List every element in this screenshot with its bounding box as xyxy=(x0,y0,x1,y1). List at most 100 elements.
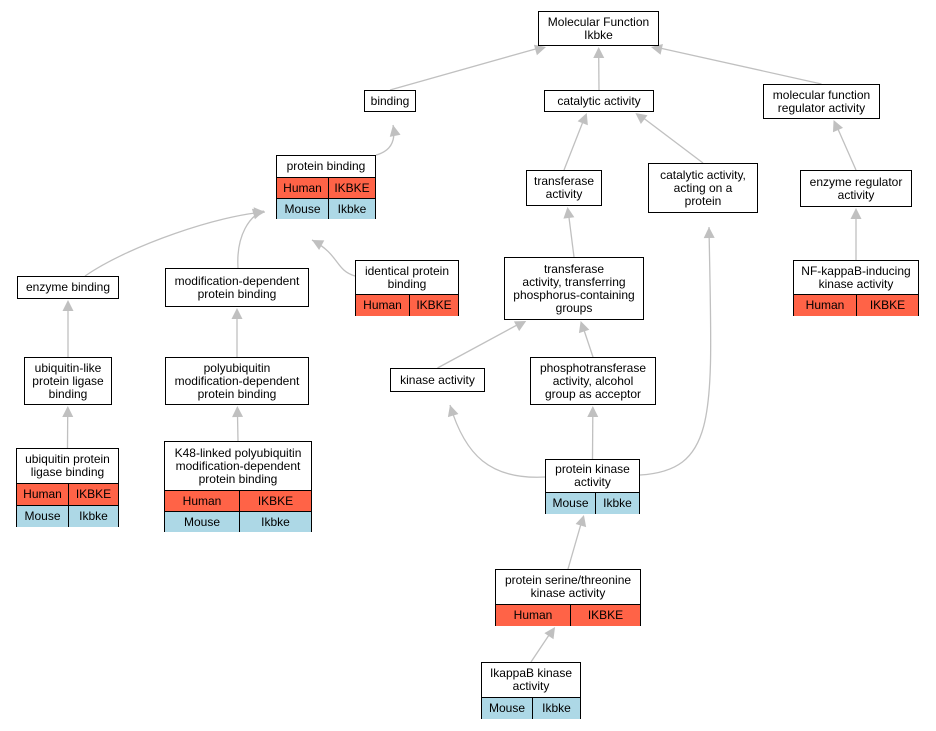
arrowhead-icon xyxy=(231,308,243,319)
gene-symbol-label: IKBKE xyxy=(409,295,458,316)
go-term-label: modification-dependent protein binding xyxy=(174,273,300,301)
human-annotation-row: Human IKBKE xyxy=(496,604,640,626)
arrowhead-icon xyxy=(703,227,715,239)
go-term-node-serthr[interactable]: protein serine/threonine kinase activity… xyxy=(495,569,641,626)
arrowhead-icon xyxy=(62,300,74,311)
go-term-node-mfreg[interactable]: molecular function regulator activity xyxy=(763,84,880,119)
organism-label: Mouse xyxy=(552,496,589,510)
arrowhead-icon xyxy=(513,321,527,332)
arrowhead-icon xyxy=(563,207,575,219)
arrowhead-icon xyxy=(232,406,244,418)
is-a-edge-protbind-to-binding xyxy=(375,124,395,156)
go-term-node-kinase[interactable]: kinase activity xyxy=(390,368,485,392)
go-term-node-transphos[interactable]: transferase activity, transferring phosp… xyxy=(504,257,644,320)
go-term-label: catalytic activity, acting on a protein xyxy=(660,167,746,208)
go-term-node-binding[interactable]: binding xyxy=(364,90,416,112)
arrowhead-icon xyxy=(447,405,459,418)
go-term-label: identical protein binding xyxy=(364,263,450,291)
mouse-annotation-row: Mouse Ikbke xyxy=(165,511,311,532)
gene-symbol-label: IKBKE xyxy=(570,605,640,626)
organism-label: Human xyxy=(513,608,553,622)
go-term-node-polyub[interactable]: polyubiquitin modification-dependent pro… xyxy=(165,357,309,405)
gene-symbol-label: Ikbke xyxy=(68,506,118,527)
arrowhead-icon xyxy=(544,627,556,640)
mouse-annotation-row: Mouse Ikbke xyxy=(277,198,375,219)
go-term-label: phosphotransferase activity, alcohol gro… xyxy=(539,360,647,401)
human-annotation-row: Human IKBKE xyxy=(17,483,118,505)
is-a-edge-serthr-to-protkin xyxy=(567,523,582,570)
arrowhead-icon xyxy=(587,406,599,418)
gene-symbol-label: IKBKE xyxy=(239,491,311,511)
gene-symbol-label: IKBKE xyxy=(856,295,918,316)
is-a-edge-protkin-to-catprot xyxy=(639,226,712,476)
go-term-label: transferase activity xyxy=(533,174,595,201)
go-term-label: molecular function regulator activity xyxy=(772,87,871,115)
go-term-node-catalytic[interactable]: catalytic activity xyxy=(544,90,654,112)
go-term-label: enzyme binding xyxy=(25,280,111,294)
arrowhead-icon xyxy=(533,44,546,56)
go-term-node-k48[interactable]: K48-linked polyubiquitin modification-de… xyxy=(164,441,312,532)
organism-label: Human xyxy=(23,487,62,501)
arrowhead-icon xyxy=(389,125,401,137)
organism-label: Human xyxy=(283,180,322,195)
mouse-annotation-row: Mouse Ikbke xyxy=(546,492,639,514)
organism-label: Mouse xyxy=(24,509,61,523)
organism-label: Mouse xyxy=(284,201,321,216)
organism-label: Human xyxy=(182,493,222,508)
gene-symbol-label: Ikbke xyxy=(532,698,580,719)
go-term-label: ubiquitin-like protein ligase binding xyxy=(32,360,104,401)
arrowhead-icon xyxy=(832,120,844,133)
go-term-label: Molecular Function Ikbke xyxy=(547,14,650,42)
go-term-node-enzreg[interactable]: enzyme regulator activity xyxy=(800,170,912,207)
go-term-node-mf[interactable]: Molecular Function Ikbke xyxy=(538,11,659,46)
mouse-annotation-row: Mouse Ikbke xyxy=(17,505,118,527)
go-term-label: binding xyxy=(370,93,410,108)
go-term-node-ublike[interactable]: ubiquitin-like protein ligase binding xyxy=(24,357,112,405)
go-term-node-catprot[interactable]: catalytic activity, acting on a protein xyxy=(648,163,758,213)
is-a-edge-kinase-to-transphos xyxy=(437,324,518,369)
organism-label: Mouse xyxy=(488,701,526,715)
gene-symbol-label: IKBKE xyxy=(68,484,118,505)
gene-symbol-label: Ikbke xyxy=(595,493,639,514)
arrowhead-icon xyxy=(62,406,74,418)
is-a-edge-k48-to-polyub xyxy=(236,414,239,442)
is-a-edge-protkin-to-kinase xyxy=(449,404,546,478)
is-a-edge-binding-to-mf xyxy=(389,48,537,91)
go-term-node-enzbind[interactable]: enzyme binding xyxy=(17,276,119,299)
go-term-label: IkappaB kinase activity xyxy=(489,666,573,693)
arrowhead-icon xyxy=(850,208,862,219)
go-term-node-moddep[interactable]: modification-dependent protein binding xyxy=(165,268,309,307)
human-annotation-row: Human IKBKE xyxy=(165,490,311,511)
is-a-edge-ikappab-to-serthr xyxy=(530,633,551,663)
go-term-label: enzyme regulator activity xyxy=(809,174,903,202)
go-term-label: K48-linked polyubiquitin modification-de… xyxy=(174,445,302,486)
is-a-edge-mfreg-to-mf xyxy=(660,47,822,85)
go-term-label: polyubiquitin modification-dependent pro… xyxy=(174,360,300,401)
go-term-label: kinase activity xyxy=(400,372,475,387)
arrowhead-icon xyxy=(578,321,590,334)
go-term-label: protein binding xyxy=(286,159,366,173)
go-term-node-phosalc[interactable]: phosphotransferase activity, alcohol gro… xyxy=(530,357,656,405)
go-term-label: protein serine/threonine kinase activity xyxy=(504,573,632,600)
gene-symbol-label: Ikbke xyxy=(328,199,375,219)
go-term-node-transferase[interactable]: transferase activity xyxy=(526,170,602,206)
organism-label: Mouse xyxy=(183,514,221,529)
go-term-label: catalytic activity xyxy=(557,93,641,108)
arrowhead-icon xyxy=(312,240,325,251)
arrowhead-icon xyxy=(577,113,588,126)
gene-symbol-label: IKBKE xyxy=(328,178,375,198)
go-term-label: NF-kappaB-inducing kinase activity xyxy=(801,263,911,291)
gene-symbol-label: Ikbke xyxy=(239,512,311,532)
mouse-annotation-row: Mouse Ikbke xyxy=(482,697,580,719)
is-a-edge-enzbind-to-protbind xyxy=(84,211,266,277)
